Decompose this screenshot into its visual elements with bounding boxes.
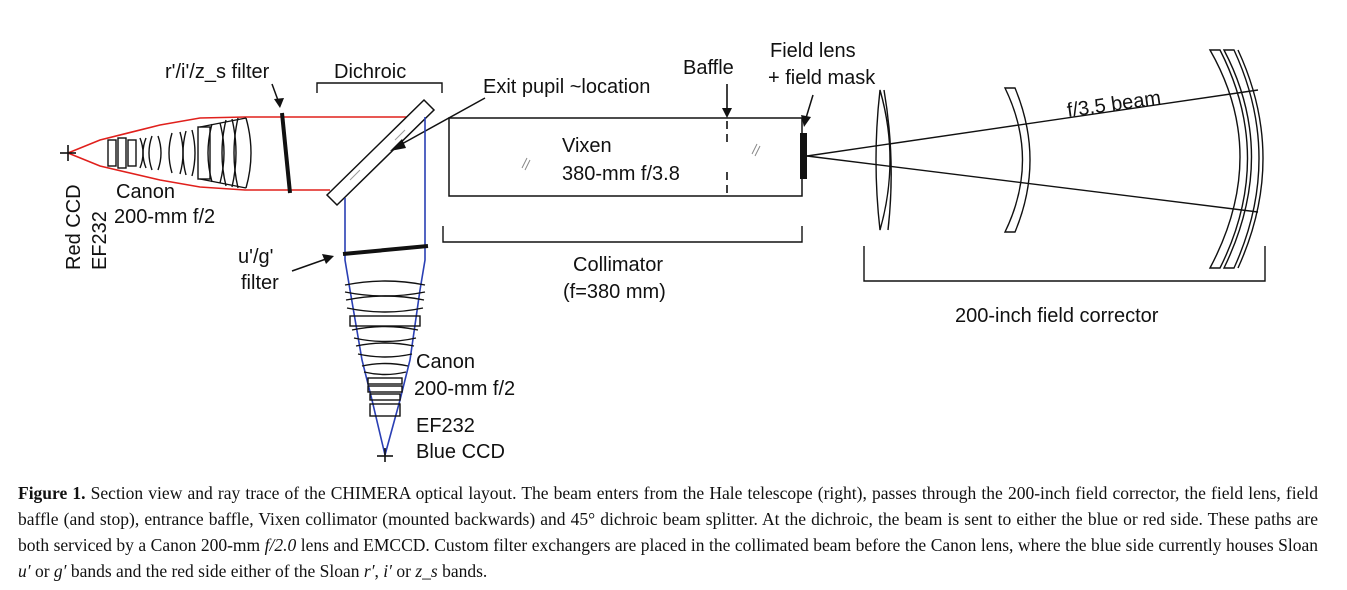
label-field-corrector: 200-inch field corrector [955,305,1159,327]
label-ef232-blue: EF232 [416,415,475,437]
label-ug-filter: u'/g' [238,246,273,268]
label-baffle: Baffle [683,57,734,79]
label-collimator-f: (f=380 mm) [563,281,666,303]
caption-text-6: or [392,561,416,581]
caption-f-number: f/2.0 [264,535,297,555]
label-canon-red-spec: 200-mm f/2 [114,206,215,228]
caption-text-3: or [30,561,54,581]
caption-text-4: bands and the red side either of the Slo… [66,561,364,581]
label-exit-pupil: Exit pupil ~location [483,76,650,98]
blue-canon-lens [344,280,426,417]
label-red-ccd: Red CCD [63,184,85,270]
label-vixen-spec: 380-mm f/3.8 [562,163,680,185]
blue-filter [342,244,429,256]
exit-pupil-arrow [399,97,486,146]
caption-band-g: g′ [53,561,67,581]
caption-text-5: , [374,561,384,581]
blue-beam [344,117,426,456]
red-canon-lens [107,117,252,189]
red-beam [67,116,425,191]
red-ccd-detector [60,145,76,161]
figure-caption: Figure 1. Section view and ray trace of … [18,480,1318,584]
caption-text-1: Section view and ray trace of the CHIMER… [18,483,1318,555]
blue-ccd-detector [377,448,393,462]
label-dichroic: Dichroic [334,61,406,83]
caption-band-r: r′ [363,561,375,581]
f35-beam [806,89,1259,213]
caption-band-u: u′ [18,561,31,581]
red-filter [280,112,292,194]
field-lens [800,133,807,179]
field-corrector-lenses [875,49,1264,269]
label-vixen: Vixen [562,135,612,157]
caption-text-7: bands. [437,561,488,581]
blue-filter-arrow [291,258,327,272]
label-ef232-red: EF232 [89,211,111,270]
field-corrector-bracket [863,246,1266,282]
collimator-bracket [442,226,803,243]
label-collimator: Collimator [573,254,663,276]
caption-band-z: z_s [415,561,438,581]
caption-heading: Figure 1. [18,483,86,503]
label-blue-ccd: Blue CCD [416,441,505,463]
label-field-mask: + field mask [768,67,876,89]
label-red-filter: r'/i'/z_s filter [165,61,270,83]
dichroic-bracket [316,82,443,93]
label-canon-red: Canon [116,181,175,203]
optical-layout-diagram: r'/i'/z_s filter Dichroic Exit pupil ~lo… [60,40,1266,463]
label-f35-beam: f/3.5 beam [1066,87,1163,122]
caption-band-i: i′ [383,561,392,581]
label-field-lens: Field lens [770,40,856,62]
label-canon-blue-spec: 200-mm f/2 [414,378,515,400]
dichroic-splitter [325,98,436,207]
label-ug-filter-2: filter [241,272,279,294]
caption-text-2: lens and EMCCD. Custom filter exchangers… [296,535,1318,555]
label-canon-blue: Canon [416,351,475,373]
